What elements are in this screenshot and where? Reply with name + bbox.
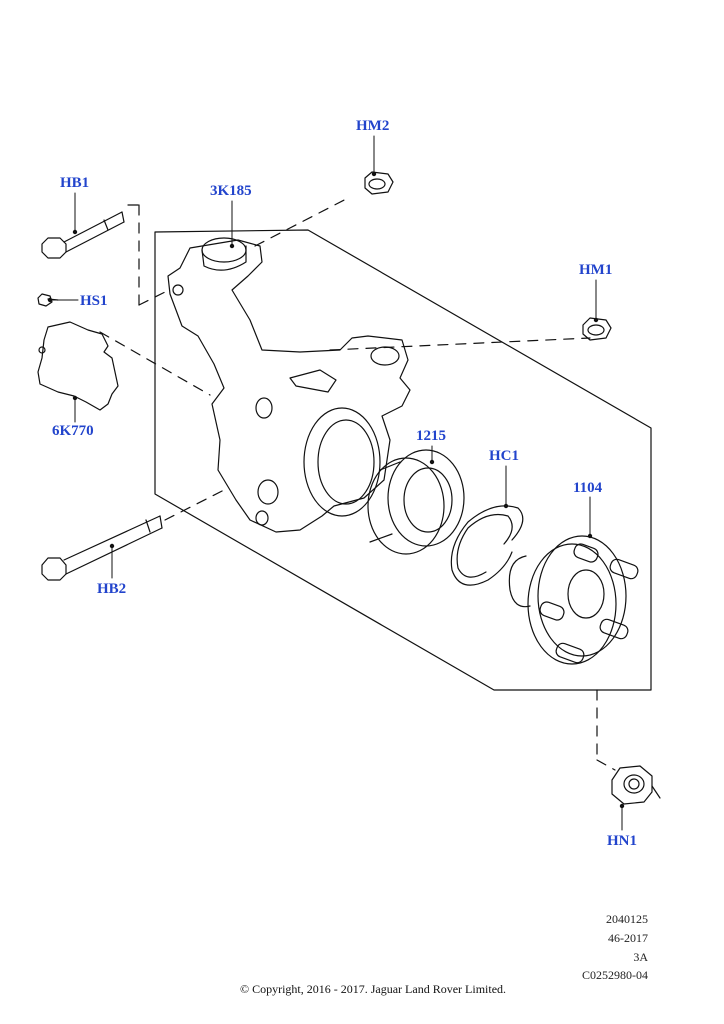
meta-revision: 3A [633, 950, 648, 964]
callout-1104[interactable]: 1104 [573, 480, 603, 496]
callout-hn1[interactable]: HN1 [607, 833, 637, 849]
circlip-hc1-part [450, 505, 524, 586]
bolt-hb2-part [41, 515, 163, 581]
nut-hm2-part [364, 171, 394, 195]
leader-lines [49, 135, 623, 831]
callout-hm1[interactable]: HM1 [579, 262, 613, 278]
callout-1215[interactable]: 1215 [416, 428, 446, 444]
meta-drawing-id: C0252980-04 [582, 968, 648, 982]
callout-hm2[interactable]: HM2 [356, 118, 390, 134]
callout-hb2[interactable]: HB2 [97, 581, 127, 597]
shield-6k770-part [37, 321, 119, 411]
meta-illustration-number: 2040125 [606, 912, 648, 926]
bearing-1215-part [367, 449, 465, 555]
callout-3k185[interactable]: 3K185 [210, 183, 252, 199]
knuckle-3k185-part [167, 237, 411, 533]
assembly-outline [154, 229, 652, 691]
assembly-guide-lines [99, 196, 616, 771]
hub-nut-hn1-part [611, 765, 661, 805]
callout-hs1[interactable]: HS1 [80, 293, 108, 309]
leader-dots [47, 171, 625, 809]
bolt-hb1-part [41, 211, 125, 259]
callout-6k770[interactable]: 6K770 [52, 423, 94, 439]
copyright-notice: © Copyright, 2016 - 2017. Jaguar Land Ro… [239, 982, 507, 996]
callout-hb1[interactable]: HB1 [60, 175, 90, 191]
nut-hm1-part [582, 317, 612, 341]
callout-hc1[interactable]: HC1 [489, 448, 519, 464]
meta-date-code: 46-2017 [608, 931, 648, 945]
hub-1104-part [508, 535, 639, 665]
